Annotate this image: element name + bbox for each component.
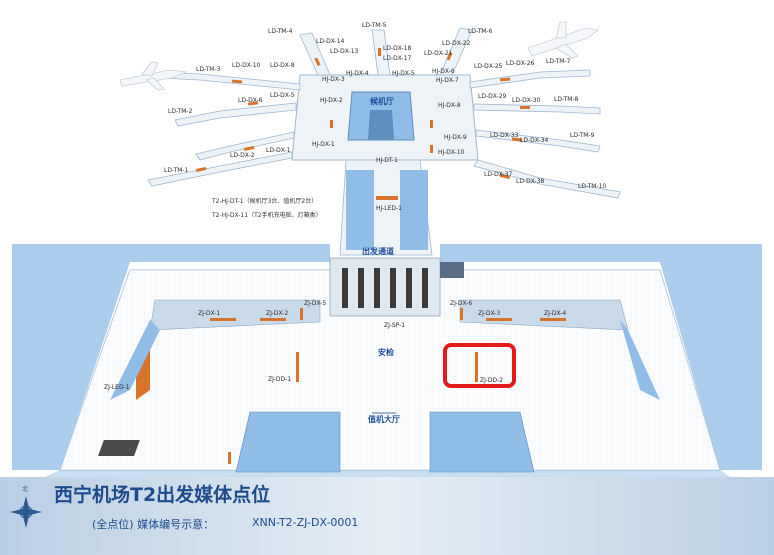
media-label: HJ-DX-5 <box>392 70 415 77</box>
media-label: HJ-DX-8 <box>438 102 461 109</box>
zj-dd-2-marker <box>475 352 478 382</box>
media-label: HJ-DX-1 <box>312 141 335 148</box>
media-label: LD-DX-2 <box>230 152 255 159</box>
note-line-1: T2-HJ-DT-1（候机厅3台、值机厅2台） <box>212 198 318 205</box>
media-label: LD-TM-1 <box>164 167 189 174</box>
media-label: LD-TM-6 <box>468 28 493 35</box>
media-label: ZJ-LED-1 <box>104 384 130 391</box>
media-label: LD-DX-18 <box>383 45 412 52</box>
map-title: 西宁机场T2出发媒体点位 <box>54 484 271 506</box>
media-label: LD-TM-7 <box>546 58 571 65</box>
media-label: LD-DX-10 <box>232 62 261 69</box>
media-label: HJ-DT-1 <box>376 157 398 164</box>
media-label: LD-DX-5 <box>270 92 295 99</box>
media-label: ZJ-DX-2 <box>266 310 289 317</box>
media-label: LD-DX-17 <box>383 55 412 62</box>
pier-area <box>147 27 621 256</box>
media-label: LD-DX-14 <box>316 38 345 45</box>
title-bar <box>0 477 774 555</box>
zone-checkin-hall: 值机大厅 <box>368 415 400 424</box>
media-label: LD-DX-37 <box>484 171 513 178</box>
media-label: LD-DX-1 <box>266 147 291 154</box>
media-label: LD-DX-29 <box>478 93 507 100</box>
media-label: LD-DX-26 <box>506 60 535 67</box>
media-label: HJ-DX-2 <box>320 97 343 104</box>
highlight-box <box>443 343 516 388</box>
airplane-icon <box>527 21 599 59</box>
media-label: ZJ-DX-5 <box>304 300 327 307</box>
checkin-floor <box>12 244 762 484</box>
map-subtitle: (全点位) 媒体编号示意： <box>92 518 215 531</box>
media-label: HJ-DX-3 <box>322 76 345 83</box>
media-label: LD-DX-38 <box>516 178 545 185</box>
media-label: ZJ-DD-2 <box>480 377 504 384</box>
media-label: LD-TM-9 <box>570 132 595 139</box>
note-line-2: T2-HJ-DX-11（T2手机充电桩、灯箱类） <box>212 212 322 219</box>
media-label: LD-TM-5 <box>362 22 387 29</box>
media-label: LD-DX-25 <box>474 63 503 70</box>
media-label: LD-DX-21 <box>424 50 453 57</box>
media-label: LD-TM-3 <box>196 66 221 73</box>
zone-security: 安检 <box>378 348 394 357</box>
media-label: HJ-DX-4 <box>346 70 369 77</box>
zone-departure-passage: 出发通道 <box>362 247 394 256</box>
media-label: LD-DX-30 <box>512 97 541 104</box>
media-label: HJ-DX-7 <box>436 77 459 84</box>
media-label: HJ-DX-9 <box>444 134 467 141</box>
media-label: LD-DX-33 <box>490 132 519 139</box>
hj-led-1-marker <box>376 196 398 200</box>
airplane-icon <box>119 61 188 91</box>
media-label: HJ-LED-1 <box>376 205 402 212</box>
media-label: ZJ-DX-4 <box>544 310 567 317</box>
media-label: LD-DX-8 <box>270 62 295 69</box>
media-label: ZJ-DX-1 <box>198 310 221 317</box>
compass-label: 北 <box>22 486 29 493</box>
zj-dd-1-marker <box>296 352 299 382</box>
zone-waiting-hall: 候机厅 <box>370 97 394 106</box>
media-label: ZJ-SP-1 <box>384 322 406 329</box>
media-label: HJ-DX-10 <box>438 149 465 156</box>
media-label: LD-DX-6 <box>238 97 263 104</box>
media-label: LD-DX-34 <box>520 137 549 144</box>
media-label: LD-TM-10 <box>578 183 607 190</box>
media-label: LD-DX-22 <box>442 40 471 47</box>
media-label: HJ-DX-6 <box>432 68 455 75</box>
media-label: LD-DX-13 <box>330 48 359 55</box>
media-code-example: XNN-T2-ZJ-DX-0001 <box>252 516 359 529</box>
media-label: LD-TM-2 <box>168 108 193 115</box>
media-label: ZJ-DD-1 <box>268 376 292 383</box>
media-label: LD-TM-4 <box>268 28 293 35</box>
media-label: LD-TM-8 <box>554 96 579 103</box>
media-label: ZJ-DX-6 <box>450 300 473 307</box>
media-label: ZJ-DX-3 <box>478 310 501 317</box>
compass-icon <box>10 496 42 528</box>
